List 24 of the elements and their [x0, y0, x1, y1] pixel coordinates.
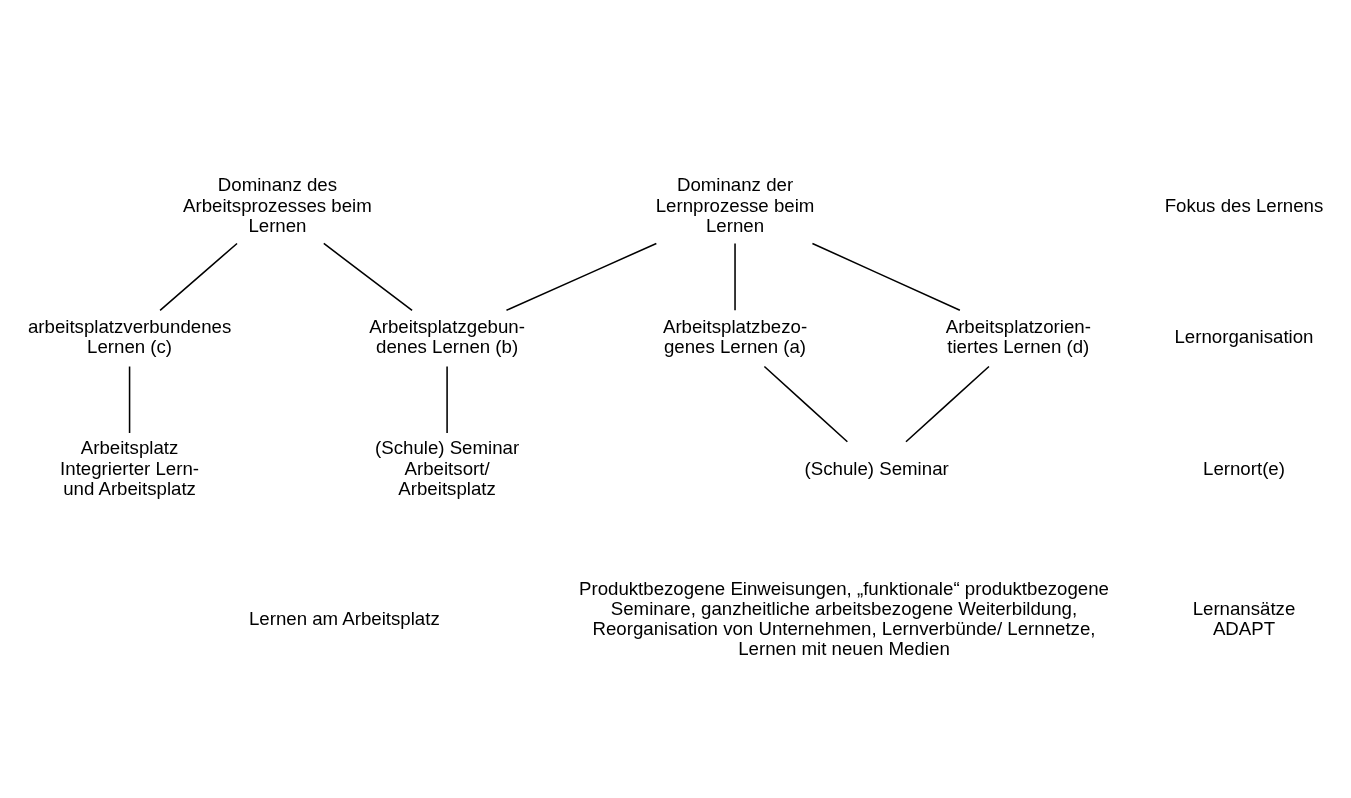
- node-text: Arbeitsplatzgebun- denes Lernen (b): [369, 315, 525, 357]
- node-text: (Schule) Seminar Arbeitsort/ Arbeitsplatz: [375, 436, 520, 499]
- label: Lernorganisation: [1174, 325, 1314, 347]
- node-text: Dominanz der Lernprozesse beim Lernen: [655, 173, 815, 236]
- connector: [505, 242, 658, 311]
- connector: [323, 242, 413, 311]
- connector: [763, 365, 849, 443]
- node-text: arbeitsplatzverbundenes Lernen (c): [27, 315, 232, 357]
- label: Fokus des Lernens: [1164, 194, 1324, 216]
- node-text: (Schule) Seminar: [804, 457, 949, 479]
- label: Produktbezogene Einweisungen, „funktionale“ produktbezogene Seminare, ganzheitliche arbeitsbezogene Weiterbildung, Reorganisation von Unternehmen, Lernverbünde/ Lernnetze, Lernen mit neuen Medien: [578, 577, 1109, 659]
- label: Lernen am Arbeitsplatz: [248, 607, 440, 629]
- connector: [811, 242, 961, 311]
- node-text: Dominanz des Arbeitsprozesses beim Lernen: [183, 173, 372, 236]
- connector: [446, 365, 448, 434]
- connector: [128, 365, 131, 434]
- node-text: Arbeitsplatzbezo- genes Lernen (a): [662, 315, 808, 357]
- label: Lernort(e): [1203, 457, 1285, 479]
- connector: [159, 242, 238, 311]
- label: Lernansätze ADAPT: [1192, 597, 1296, 639]
- node-text: Arbeitsplatz Integrierter Lern- und Arbeitsplatz: [60, 436, 200, 499]
- node-text: Arbeitsplatzorien- tiertes Lernen (d): [945, 315, 1091, 357]
- connector: [905, 365, 990, 443]
- connector: [734, 242, 736, 311]
